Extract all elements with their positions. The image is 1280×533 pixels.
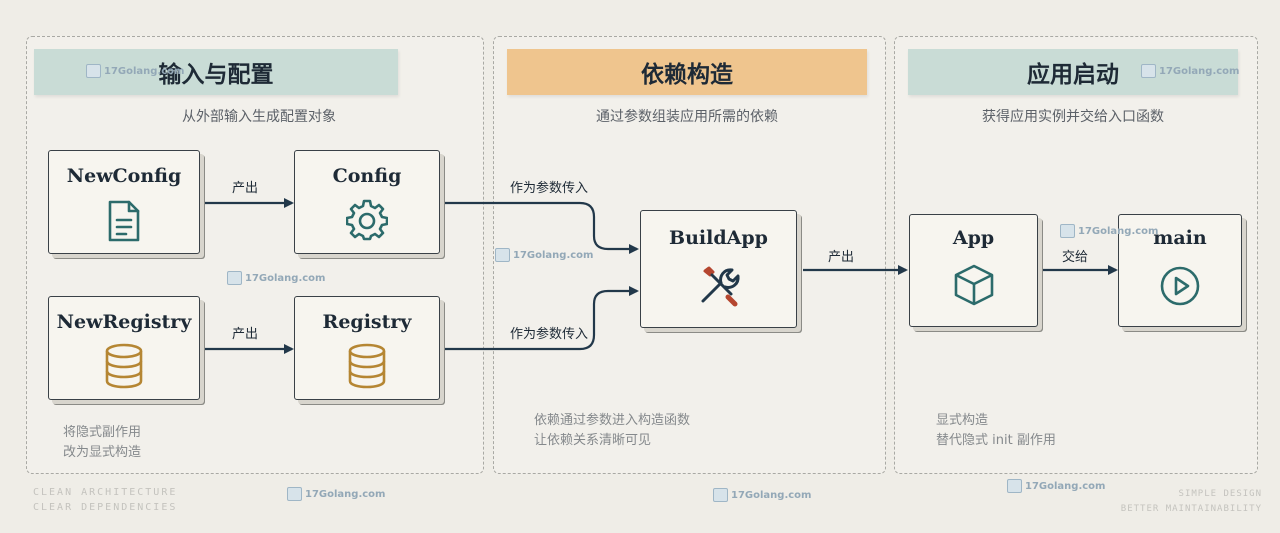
note-line: 替代隐式 init 副作用 — [936, 433, 1056, 448]
node-newregistry: NewRegistry — [48, 296, 200, 400]
edge-label-pass-param-2: 作为参数传入 — [510, 327, 589, 342]
section-note-startup: 显式构造 替代隐式 init 副作用 — [936, 411, 1056, 451]
watermark-logo-icon — [287, 487, 302, 501]
node-config: Config — [294, 150, 440, 254]
watermark: 17Golang.com — [713, 488, 811, 502]
section-title-startup: 应用启动 — [908, 49, 1238, 95]
node-newconfig: NewConfig — [48, 150, 200, 254]
note-line: 将隐式副作用 — [63, 425, 142, 440]
section-subtitle-build: 通过参数组装应用所需的依赖 — [596, 109, 778, 125]
node-registry: Registry — [294, 296, 440, 400]
cube-icon — [953, 263, 995, 311]
note-line: 改为显式构造 — [63, 445, 142, 460]
section-panel-input — [26, 36, 484, 474]
edge-label-pass-param-1: 作为参数传入 — [510, 181, 589, 196]
watermark-logo-icon — [227, 271, 242, 285]
watermark: 17Golang.com — [86, 64, 184, 78]
node-label: App — [952, 227, 995, 249]
node-label: NewConfig — [66, 165, 182, 187]
watermark-logo-icon — [1141, 64, 1156, 78]
section-subtitle-startup: 获得应用实例并交给入口函数 — [982, 109, 1164, 125]
node-label: main — [1153, 227, 1207, 249]
node-label: BuildApp — [669, 227, 768, 249]
edge-config-buildapp — [442, 201, 639, 254]
watermark-logo-icon — [713, 488, 728, 502]
database-icon — [347, 343, 387, 393]
tools-icon — [697, 263, 741, 311]
watermark-logo-icon — [86, 64, 101, 78]
node-app: App — [909, 214, 1038, 327]
edge-label-produce-1: 产出 — [232, 181, 259, 196]
play-icon — [1159, 265, 1201, 311]
note-line: 显式构造 — [936, 413, 989, 428]
watermark: 17Golang.com — [495, 248, 593, 262]
node-buildapp: BuildApp — [640, 210, 797, 328]
watermark: 17Golang.com — [1007, 479, 1105, 493]
edge-registry-buildapp — [442, 286, 639, 351]
document-icon — [106, 199, 142, 247]
database-icon — [104, 343, 144, 393]
section-subtitle-input: 从外部输入生成配置对象 — [182, 109, 336, 125]
node-label: NewRegistry — [56, 311, 192, 333]
node-main: main — [1118, 214, 1242, 327]
watermark: 17Golang.com — [227, 271, 325, 285]
footer-tagline-left: CLEAN ARCHITECTURE CLEAR DEPENDENCIES — [33, 487, 178, 513]
watermark-logo-icon — [495, 248, 510, 262]
note-line: 让依赖关系清晰可见 — [534, 433, 652, 448]
node-label: Config — [332, 165, 402, 187]
section-note-build: 依赖通过参数进入构造函数 让依赖关系清晰可见 — [534, 411, 690, 451]
watermark-logo-icon — [1007, 479, 1022, 493]
edge-label-hand-over: 交给 — [1062, 250, 1089, 265]
watermark: 17Golang.com — [1060, 224, 1158, 238]
edge-label-produce-2: 产出 — [232, 327, 259, 342]
watermark-logo-icon — [1060, 224, 1075, 238]
footer-tagline-right: SIMPLE DESIGN BETTER MAINTAINABILITY — [1120, 489, 1262, 514]
watermark: 17Golang.com — [1141, 64, 1239, 78]
watermark: 17Golang.com — [287, 487, 385, 501]
node-label: Registry — [322, 311, 412, 333]
note-line: 依赖通过参数进入构造函数 — [534, 413, 691, 428]
edge-label-produce-3: 产出 — [828, 250, 855, 265]
gear-icon — [345, 199, 389, 245]
section-note-input: 将隐式副作用 改为显式构造 — [63, 423, 141, 463]
section-title-build: 依赖构造 — [507, 49, 867, 95]
